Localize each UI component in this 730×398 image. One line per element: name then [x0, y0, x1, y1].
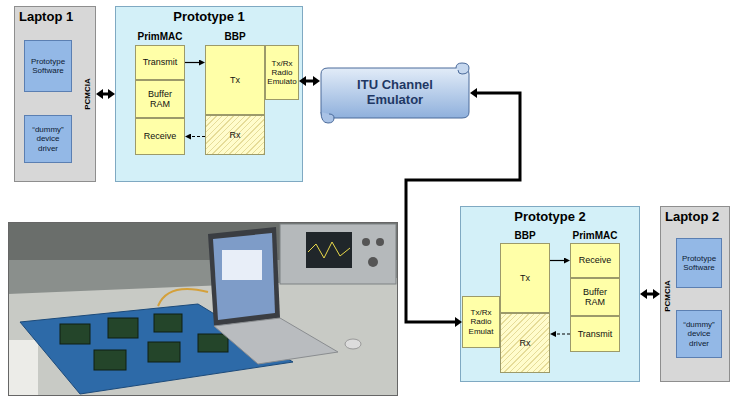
part-label-text: BBP [514, 230, 535, 241]
part-label-text: PrimMAC [572, 230, 617, 241]
photo-chip [154, 314, 182, 332]
part-label: BBP [224, 31, 245, 43]
box-label: Tx [520, 273, 530, 283]
box-label: Tx [230, 75, 240, 85]
process-box: “dummy” device driver [24, 115, 72, 163]
photo-frame [9, 223, 398, 396]
box-label: “dummy” device driver [679, 320, 719, 348]
box-label: “dummy” device driver [27, 125, 69, 153]
photo-chip [94, 350, 126, 370]
part-label-text: BBP [224, 31, 245, 42]
box-label: Buffer RAM [138, 89, 182, 110]
part-label: BBP [514, 230, 535, 242]
process-box: Prototype Software [676, 238, 722, 288]
scroll-curl [456, 63, 469, 74]
process-box: Buffer RAM [135, 80, 185, 118]
photo-keyboard [8, 340, 38, 396]
photo-table [8, 278, 398, 396]
box-label: Prototype Software [679, 254, 719, 272]
photo-knob [376, 238, 384, 246]
photo-laptop-lid [208, 227, 280, 326]
connector-arrow [103, 93, 108, 96]
box-label: Buffer RAM [573, 287, 617, 308]
photo-scope-screen [306, 232, 352, 268]
photo-knob [362, 238, 370, 246]
connector-arrow [306, 80, 313, 83]
photo-mouse [345, 339, 361, 349]
photo-laptop-screen [213, 233, 275, 320]
connector-arrow [406, 93, 520, 322]
connector-arrow [191, 136, 205, 137]
part-label: PCMCIA [83, 78, 93, 110]
box-label: Tx/Rx Radio Emulat [464, 308, 498, 336]
photo-chip [198, 334, 228, 352]
photo-knob [368, 257, 378, 267]
process-box: Receive [135, 118, 185, 155]
photo-wall [8, 222, 398, 396]
part-label: PrimMAC [572, 230, 617, 242]
box-title: Laptop 2 [665, 210, 725, 225]
box-title: Prototype 1 [120, 10, 298, 25]
box-label: Transmit [143, 57, 178, 67]
part-label: PCMCIA [663, 280, 673, 312]
process-box: Prototype Software [24, 40, 72, 92]
box-label: ITU Channel Emulator [350, 78, 440, 108]
box-label: Prototype Software [27, 57, 69, 75]
photo-chip [60, 324, 90, 344]
box-title: Laptop 1 [19, 10, 91, 25]
process-box: Receive [570, 243, 620, 278]
photo-scope-trace [308, 242, 350, 258]
process-box: Transmit [570, 316, 620, 352]
part-label: PrimMAC [137, 31, 182, 43]
box-label: Receive [144, 131, 177, 141]
scroll-curl [321, 112, 334, 123]
process-box: Buffer RAM [570, 278, 620, 316]
photo-chip [108, 318, 138, 338]
photo-laptop-base [214, 318, 338, 364]
lab-photo [8, 222, 398, 396]
box-title: Prototype 2 [465, 210, 635, 225]
process-box: Tx/Rx Radio Emulato [265, 45, 299, 100]
process-box: Rx [205, 115, 265, 155]
part-label-text: PrimMAC [137, 31, 182, 42]
scroll-body [321, 68, 469, 118]
photo-oscilloscope [280, 224, 396, 284]
process-box: Rx [500, 313, 550, 373]
photo-chip [148, 342, 180, 362]
connector-arrow [550, 260, 564, 261]
process-box: Tx [500, 243, 550, 313]
process-box: Tx/Rx Radio Emulat [462, 296, 500, 348]
photo-cable [158, 289, 208, 306]
connector-arrow [556, 333, 570, 334]
box-label: Tx/Rx Radio Emulato [267, 59, 297, 87]
connector-arrow [185, 62, 199, 63]
connector-arrow [647, 293, 653, 296]
part-label-text: PCMCIA [663, 280, 672, 312]
part-label-text: PCMCIA [83, 78, 92, 110]
process-box: Transmit [135, 45, 185, 80]
process-box: “dummy” device driver [676, 310, 722, 358]
box-label: Transmit [578, 329, 613, 339]
channel-emulator: ITU Channel Emulator [320, 62, 470, 124]
box-label: Receive [579, 255, 612, 265]
process-box: Tx [205, 45, 265, 115]
box-label: Rx [520, 338, 531, 348]
photo-window [222, 250, 262, 280]
box-label: Rx [230, 130, 241, 140]
